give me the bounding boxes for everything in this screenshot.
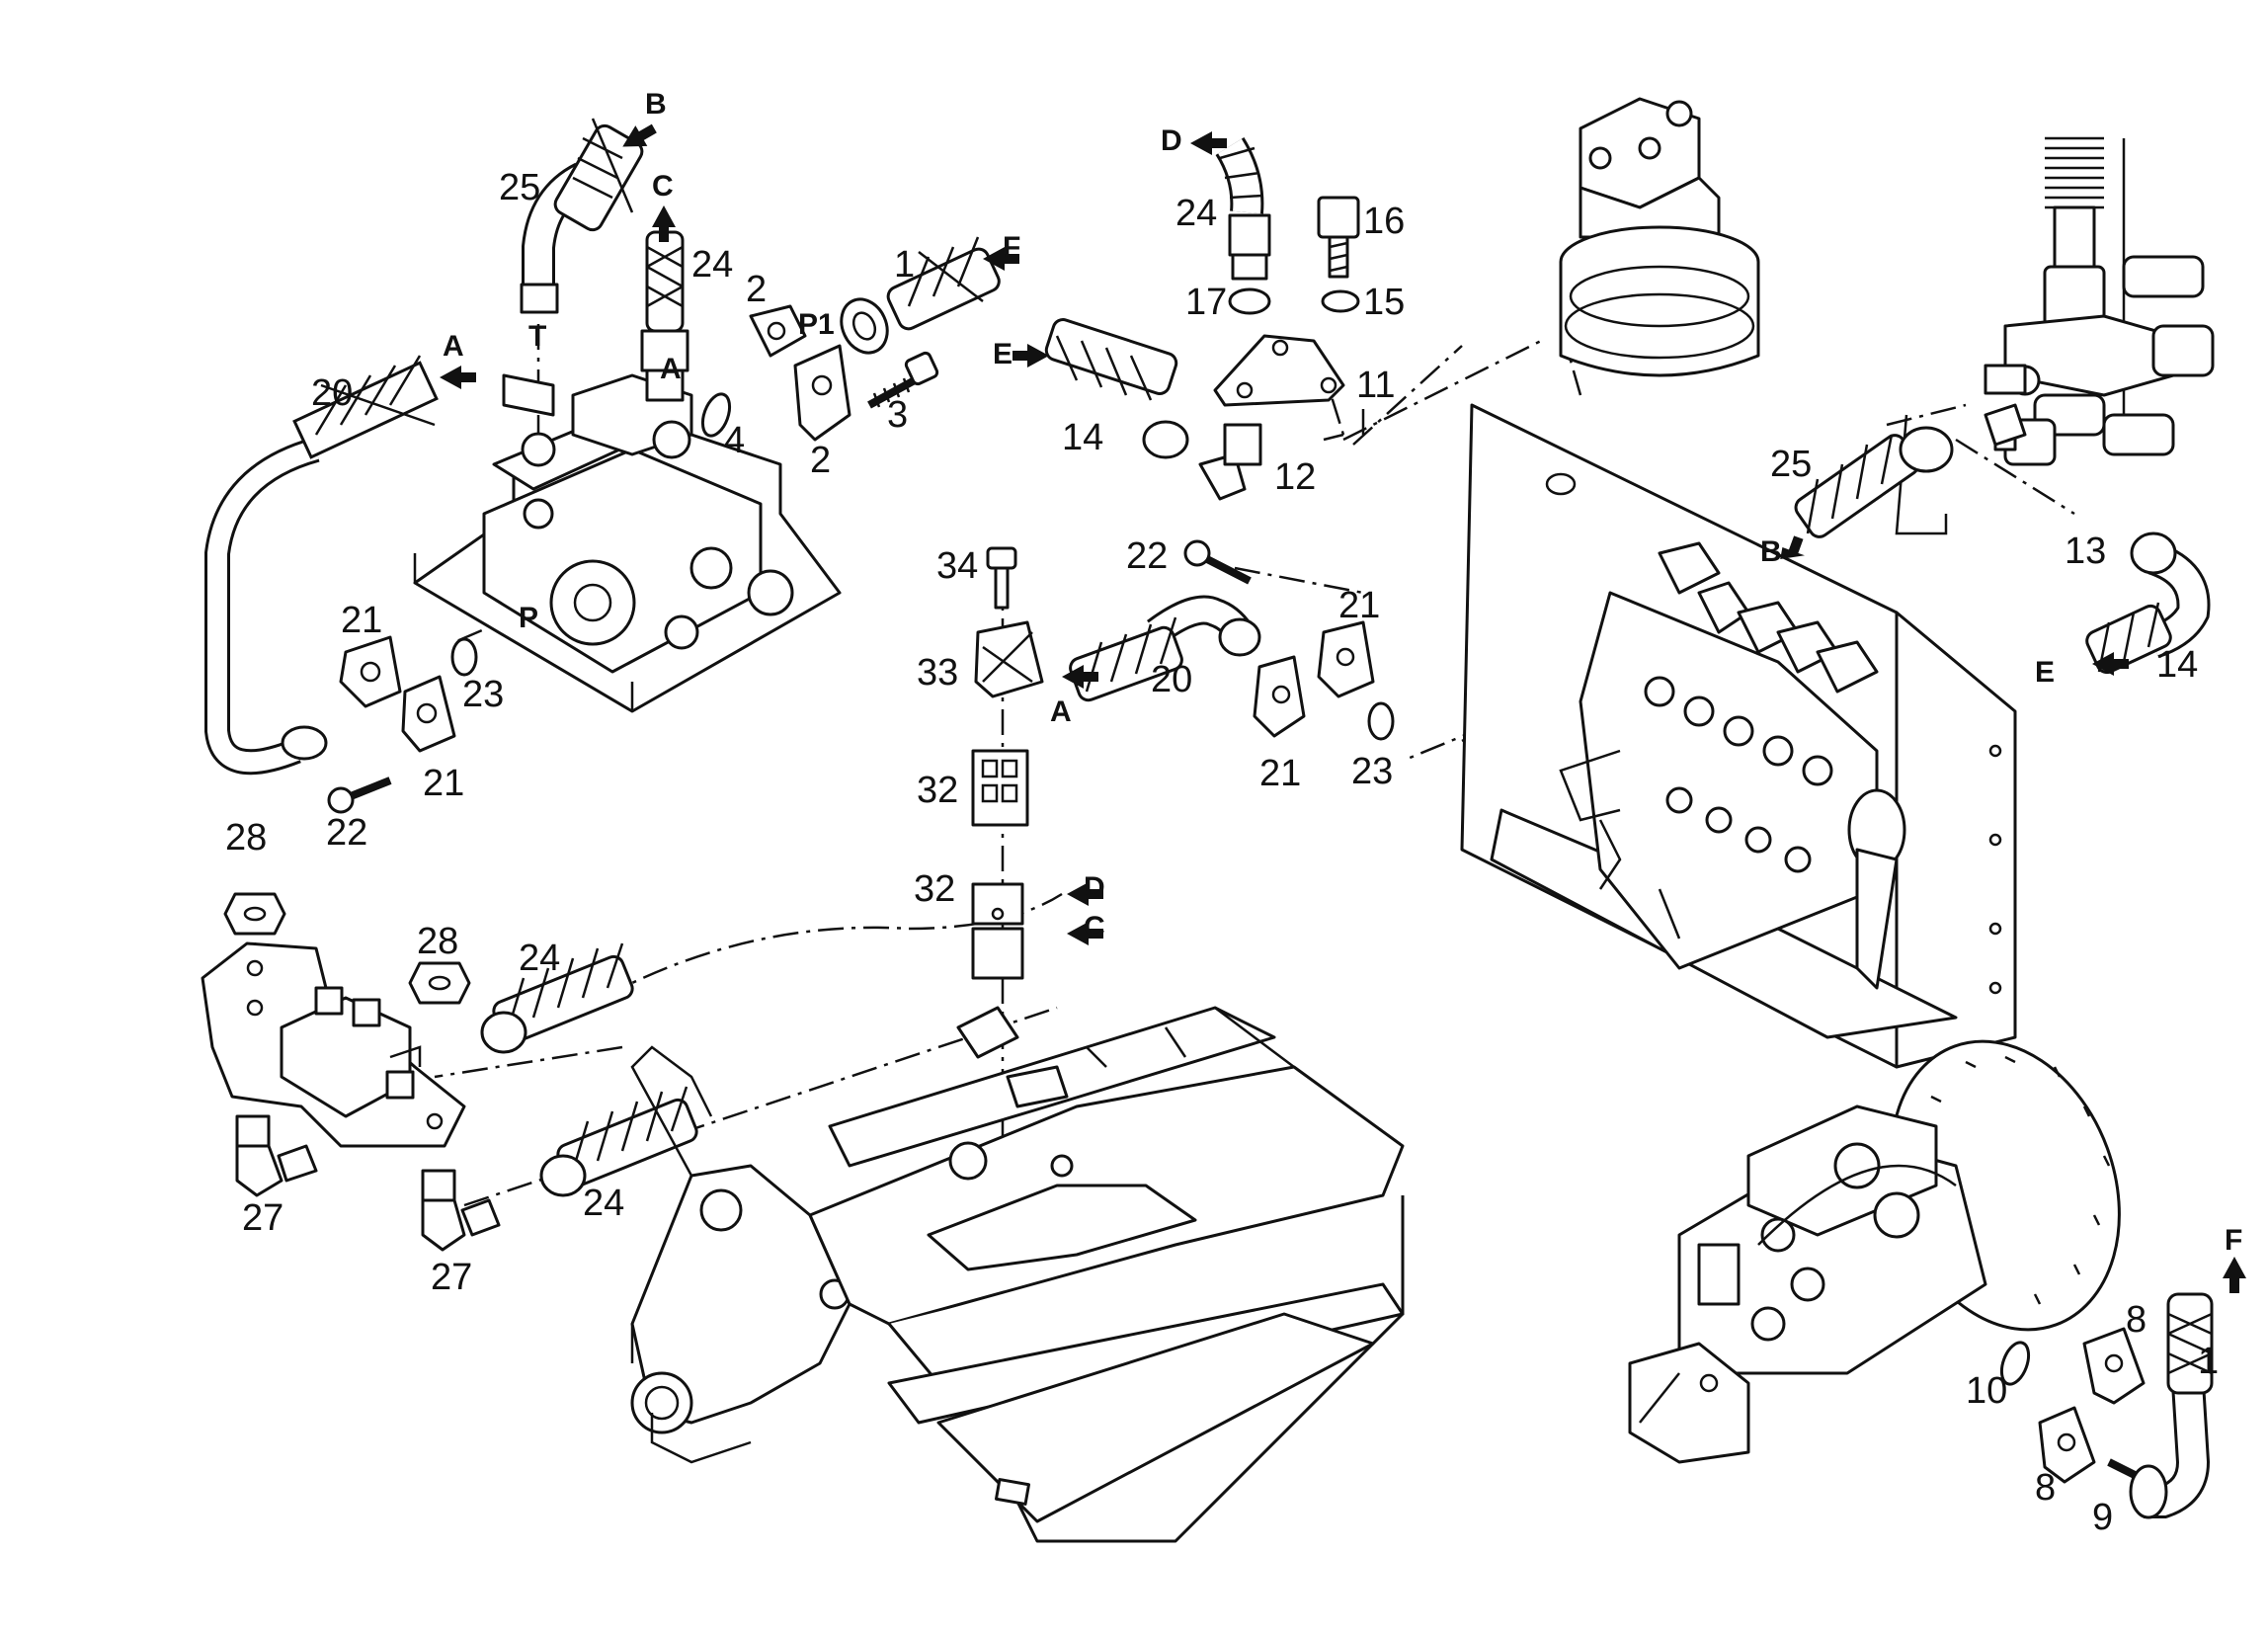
- main-control-valve: [1460, 403, 2017, 1069]
- callout-21-left-upper: 21: [341, 600, 382, 641]
- control-valve-block: [413, 373, 842, 713]
- letter-A-valve: A: [660, 353, 682, 385]
- hose-1-upper: [840, 236, 1001, 355]
- nut-28-left: [223, 892, 286, 936]
- callout-15: 15: [1363, 282, 1405, 323]
- machine-frame: [630, 1006, 1405, 1543]
- callout-25-right: 25: [1770, 444, 1812, 485]
- flange-halves-21-center: [1253, 620, 1395, 741]
- hose-25-right: [1794, 426, 1954, 538]
- callout-28-left: 28: [225, 817, 267, 859]
- callout-16: 16: [1363, 201, 1405, 242]
- letter-B-right: B: [1760, 535, 1782, 568]
- switch-stack: [971, 546, 1044, 980]
- o-ring-10: [1999, 1341, 2031, 1386]
- callout-24-upper: 24: [691, 244, 733, 286]
- nut-28-mid: [408, 961, 471, 1005]
- washer-15: [1321, 289, 1360, 313]
- hose-14-center: [1044, 318, 1189, 459]
- letter-A-upper-left: A: [443, 330, 464, 363]
- letter-E-right: E: [2035, 656, 2055, 689]
- callout-28-mid: 28: [417, 921, 458, 962]
- callout-10: 10: [1966, 1370, 2007, 1412]
- callout-4: 4: [724, 420, 745, 461]
- letter-C-top: C: [652, 170, 674, 203]
- elbow-12: [1198, 423, 1262, 501]
- letter-D-center: D: [1084, 871, 1105, 904]
- hose-24-left-upper: [480, 942, 634, 1054]
- flange-halves-21-left: [327, 635, 478, 814]
- callout-32-lower: 32: [914, 868, 955, 910]
- letter-D-top: D: [1161, 124, 1182, 157]
- elbow-27-right: [421, 1169, 501, 1252]
- letter-F-top: F: [1003, 231, 1020, 264]
- callout-14-center: 14: [1062, 417, 1103, 458]
- callout-12: 12: [1274, 456, 1316, 498]
- fitting-assembly-right: [1984, 136, 2215, 456]
- callout-3: 3: [887, 394, 908, 436]
- letter-P1: P1: [798, 308, 835, 341]
- callout-32-upper: 32: [917, 770, 958, 811]
- hose-25-upper: [520, 118, 644, 314]
- callout-11: 11: [1356, 365, 1395, 406]
- callout-20-center: 20: [1151, 659, 1192, 700]
- callout-25-upper: 25: [499, 167, 540, 208]
- callout-24-left-upper: 24: [519, 938, 560, 979]
- bracket-11: [1213, 334, 1345, 407]
- callout-27-right: 27: [431, 1257, 472, 1298]
- small-fitting: [1984, 403, 2027, 447]
- callout-2-top: 2: [746, 269, 767, 310]
- letter-F-bottom: F: [2225, 1224, 2242, 1257]
- elbow-27-left: [235, 1114, 318, 1197]
- callout-27-left: 27: [242, 1197, 284, 1239]
- callout-22-center: 22: [1126, 535, 1168, 577]
- callout-34: 34: [936, 545, 978, 587]
- letter-A-center: A: [1050, 695, 1072, 728]
- callout-9: 9: [2092, 1497, 2113, 1538]
- letter-E-center: E: [993, 338, 1012, 370]
- hose-24-left-lower: [539, 1086, 698, 1197]
- callout-14-right: 14: [2156, 644, 2198, 686]
- callout-1-top: 1: [894, 244, 915, 286]
- callout-21-center-lower: 21: [1259, 753, 1301, 794]
- flange-halves-2: [749, 304, 851, 442]
- manifold-plate: [201, 941, 466, 1148]
- letter-B-top: B: [645, 88, 667, 121]
- bolt-22-center: [1183, 539, 1252, 585]
- bolt-3: [867, 351, 939, 409]
- hose-20-center: [1069, 595, 1261, 702]
- callout-17: 17: [1185, 282, 1227, 323]
- callout-8-lower: 8: [2035, 1467, 2056, 1509]
- callout-21-left-lower: 21: [423, 763, 464, 804]
- direction-arrows: [440, 123, 2246, 1293]
- o-ring-4: [700, 392, 732, 438]
- callout-13: 13: [2065, 531, 2106, 572]
- nut-17: [1228, 287, 1271, 315]
- callout-24-left-lower: 24: [583, 1183, 624, 1224]
- callout-2-bottom: 2: [810, 440, 831, 481]
- callout-20-upper: 20: [311, 372, 353, 414]
- flange-halves-8: [2038, 1327, 2146, 1484]
- bolt-16: [1317, 196, 1360, 279]
- callout-8-upper: 8: [2126, 1299, 2146, 1341]
- callout-numbers: 1 1 2 2 3 4 8 8 9 10 11 12 13 14 14 15 1…: [225, 167, 2219, 1538]
- connection-letters: A A A B B C C D D E E F F T P P1: [443, 88, 2242, 1257]
- letter-C-center: C: [1084, 911, 1105, 943]
- hydraulic-pump: [1628, 1039, 2121, 1464]
- callout-22-left: 22: [326, 812, 367, 854]
- letter-P: P: [519, 602, 538, 634]
- swing-motor: [1559, 97, 1760, 377]
- callout-24-center: 24: [1175, 193, 1217, 234]
- hose-20-upper: [204, 355, 439, 776]
- letter-T: T: [528, 320, 546, 353]
- callout-23-center: 23: [1351, 751, 1393, 792]
- callout-23-left: 23: [462, 674, 504, 715]
- hose-1-lower: [2129, 1292, 2214, 1519]
- callout-1-bottom: 1: [2198, 1341, 2219, 1382]
- callout-21-center-upper: 21: [1338, 585, 1380, 626]
- hose-24-center: [1215, 136, 1271, 281]
- hose-24-upper: [640, 230, 689, 402]
- callout-33: 33: [917, 652, 958, 694]
